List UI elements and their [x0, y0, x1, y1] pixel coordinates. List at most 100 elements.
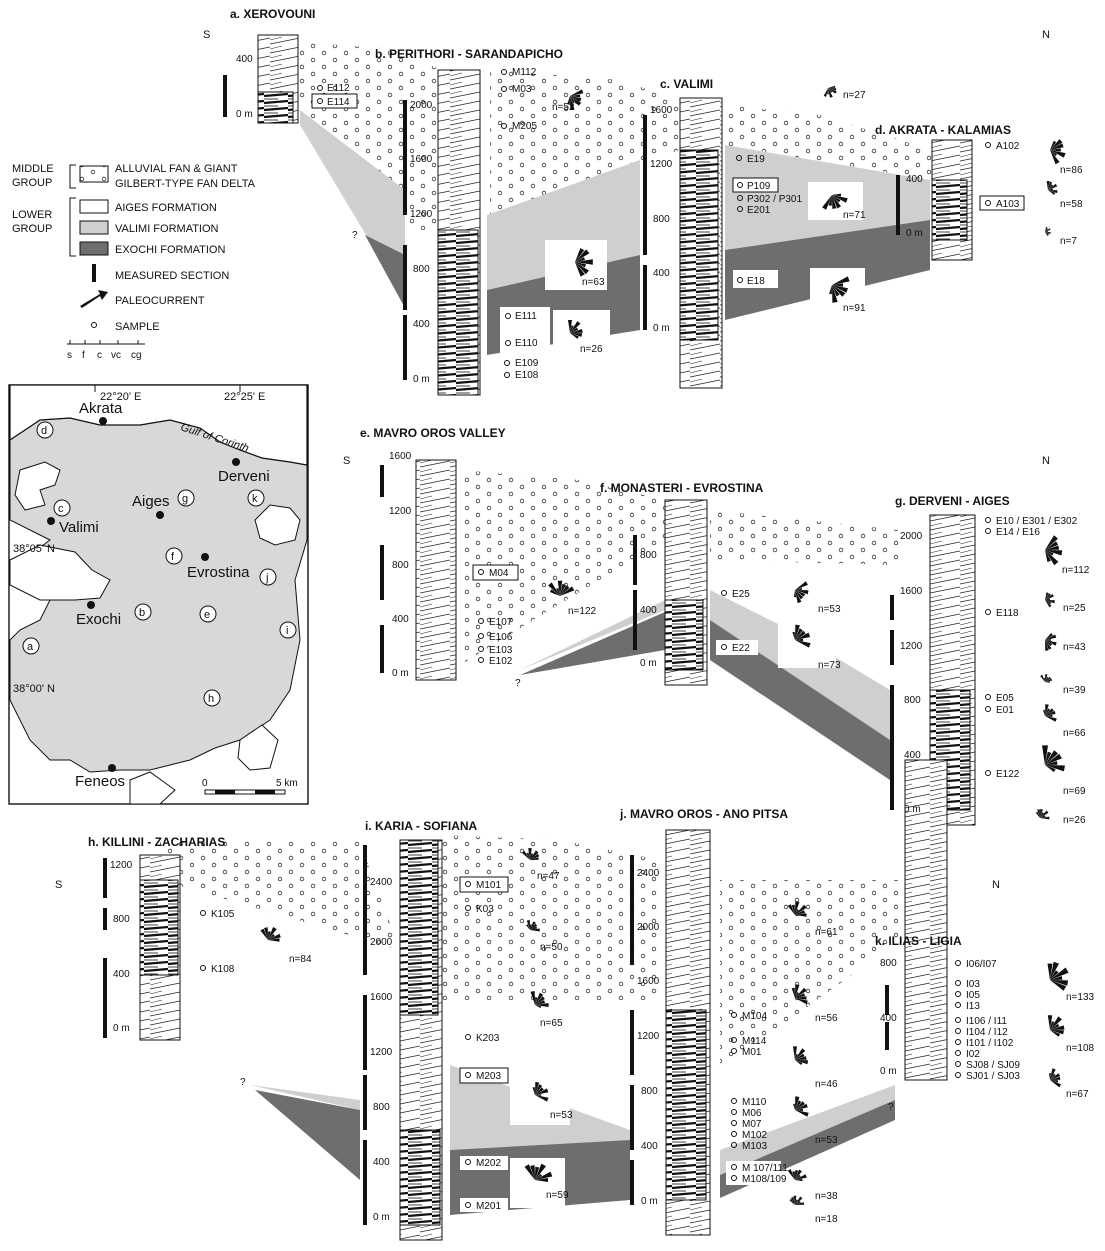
- section-e: e. MAVRO OROS VALLEY 1600 1200 800 400 0…: [360, 426, 597, 689]
- sample-m201: M201: [476, 1201, 501, 1212]
- rose-diagram-icon: [1050, 139, 1066, 165]
- map-upland-4: [129, 771, 176, 805]
- marker-i: i: [286, 625, 288, 637]
- rose-diagram-icon: [548, 580, 575, 596]
- section-f: f. MONASTERI - EVROSTINA 800 400 0 m E25…: [600, 481, 841, 671]
- sample-i02: I02: [966, 1049, 980, 1060]
- tick-h-0: 0 m: [113, 1023, 130, 1034]
- sample-p302: P302 / P301: [747, 194, 802, 205]
- n-i-59: n=59: [546, 1190, 569, 1201]
- tick-g-1600: 1600: [900, 586, 923, 597]
- tick-b-0: 0 m: [413, 374, 430, 385]
- section-g: g. DERVENI - AIGES 2000 1600 1200 800 40…: [895, 494, 1090, 826]
- town-derveni: Derveni: [218, 468, 270, 485]
- tick-j-2000: 2000: [637, 922, 660, 933]
- sample-e18: E18: [747, 276, 765, 287]
- sample-icon: [91, 322, 97, 328]
- sample-e106: E106: [489, 632, 513, 643]
- sample-i03: I03: [966, 979, 980, 990]
- sample-i104: I104 / I12: [966, 1027, 1008, 1038]
- grain-cg: cg: [131, 350, 142, 361]
- n-b-63: n=63: [582, 277, 605, 288]
- sample-e103: E103: [489, 645, 513, 656]
- legend-exochi: EXOCHI FORMATION: [115, 244, 225, 256]
- map-scale-bar: 0 5 km: [202, 778, 298, 795]
- tick-j-0: 0 m: [641, 1196, 658, 1207]
- sample-e14: E14 / E16: [996, 527, 1040, 538]
- n-j-46: n=46: [815, 1079, 838, 1090]
- legend-swatch-alluvial: [79, 165, 109, 183]
- tick-b-1600: 1600: [410, 154, 433, 165]
- exochi-wedge-a: [365, 235, 405, 308]
- town-evrostina: Evrostina: [187, 564, 250, 581]
- sample-i06: I06/I07: [966, 959, 997, 970]
- rose-diagram-icon: [1046, 181, 1058, 195]
- exochi-wedge-f: [710, 620, 890, 780]
- title-g: g. DERVENI - AIGES: [895, 494, 1010, 508]
- marker-d: d: [41, 425, 47, 437]
- tick-h-800: 800: [113, 914, 130, 925]
- legend-lower-group-2: GROUP: [12, 223, 52, 235]
- section-h: h. KILLINI - ZACHARIAS 1200 800 400 0 m …: [88, 835, 312, 1034]
- tick-j-1200: 1200: [637, 1031, 660, 1042]
- row1-south: S: [203, 29, 210, 41]
- map-lon2: 22°25' E: [224, 391, 265, 403]
- tick-g-2000: 2000: [900, 531, 923, 542]
- tick-e-400: 400: [392, 614, 409, 625]
- marker-j: j: [265, 572, 268, 584]
- map-lat2: 38°00' N: [13, 683, 55, 695]
- title-j: j. MAVRO OROS - ANO PITSA: [619, 807, 788, 821]
- legend-paleocurrent: PALEOCURRENT: [115, 295, 205, 307]
- grain-f: f: [82, 350, 85, 361]
- n-i-53: n=53: [550, 1110, 573, 1121]
- tick-d-400: 400: [906, 174, 923, 185]
- sample-m107: M 107/111: [742, 1163, 788, 1174]
- title-f: f. MONASTERI - EVROSTINA: [600, 481, 764, 495]
- title-e: e. MAVRO OROS VALLEY: [360, 426, 506, 440]
- rose-diagram-icon: [793, 1046, 809, 1065]
- tick-f-400: 400: [640, 605, 657, 616]
- rose-diagram-icon: [526, 920, 540, 932]
- tick-i-400: 400: [373, 1157, 390, 1168]
- valimi-wedge-h: [250, 1085, 360, 1110]
- rose-diagram-icon: [575, 248, 593, 277]
- tick-b-2000: 2000: [410, 100, 433, 111]
- scale-five: 5 km: [276, 778, 298, 789]
- rose-diagram-icon: [789, 1195, 805, 1205]
- n-g-66: n=66: [1063, 728, 1086, 739]
- section-a: a. XEROVOUNI 400 0 m E112 E114: [230, 7, 358, 120]
- legend-measured-symbol: [92, 264, 96, 282]
- tick-g-800: 800: [904, 695, 921, 706]
- sample-e01: E01: [996, 705, 1014, 716]
- marker-h: h: [208, 693, 214, 705]
- sample-e122: E122: [996, 769, 1020, 780]
- sample-m04: M04: [489, 568, 509, 579]
- n-c-27: n=27: [843, 90, 866, 101]
- n-j-53: n=53: [815, 1135, 838, 1146]
- town-exochi: Exochi: [76, 611, 121, 628]
- tick-j-800: 800: [641, 1086, 658, 1097]
- title-k: k. ILIAS - LIGIA: [875, 934, 962, 948]
- title-d: d. AKRATA - KALAMIAS: [875, 123, 1011, 137]
- fan-i-j: [440, 835, 660, 1000]
- sample-i13: I13: [966, 1001, 980, 1012]
- tick-j-400: 400: [641, 1141, 658, 1152]
- rose-diagram-icon: [521, 848, 540, 860]
- sample-e19: E19: [747, 154, 765, 165]
- legend-middle-group-1: MIDDLE: [12, 163, 54, 175]
- column-e: [415, 459, 457, 681]
- title-h: h. KILLINI - ZACHARIAS: [88, 835, 225, 849]
- n-j-38: n=38: [815, 1191, 838, 1202]
- question-mark-4: ?: [888, 1102, 894, 1113]
- question-mark-2: ?: [515, 678, 521, 689]
- tick-k-400: 400: [880, 1013, 897, 1024]
- town-feneos: Feneos: [75, 773, 125, 790]
- sample-k03: K03: [476, 904, 494, 915]
- sample-e25: E25: [732, 589, 750, 600]
- map-section-markers: d c g k f j b e i a h: [22, 421, 297, 707]
- sample-e111: E111: [515, 311, 537, 322]
- n-k-133: n=133: [1066, 992, 1095, 1003]
- tick-f-0: 0 m: [640, 658, 657, 669]
- valimi-wedge-e: [520, 600, 665, 670]
- legend-valimi: VALIMI FORMATION: [115, 223, 219, 235]
